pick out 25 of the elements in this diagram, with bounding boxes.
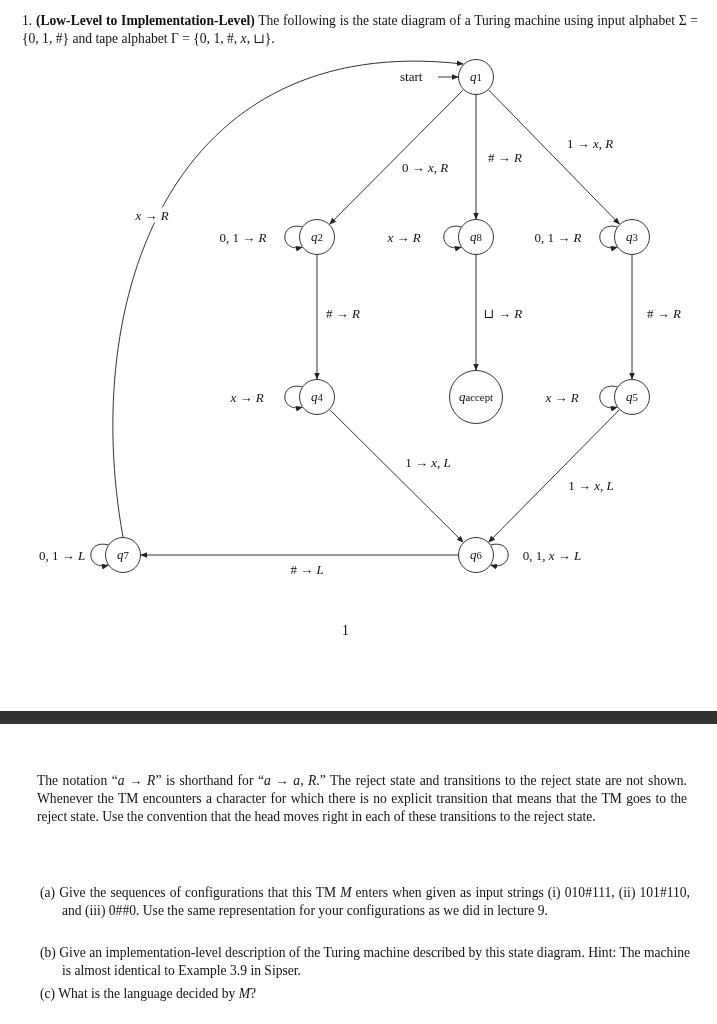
arrow	[329, 89, 464, 225]
self-loop-arrow	[90, 543, 109, 569]
self-loop-arrow	[443, 225, 462, 251]
list-item: (b) Give an implementation-level description of the Turing machine described by this state diagram. Hint: The machine is almost identical to Example 3.9 in Sipser.	[40, 944, 690, 980]
arrow	[473, 94, 479, 220]
arrow	[112, 61, 464, 538]
edge-label: x → R	[133, 207, 171, 223]
paragraph: The notation “a → R” is shorthand for “a → a, R.” The reject state and transitions to the reject state are not shown. Whenever the TM encounters a character for which there is no explicit transition that means that the TM goes to the reject state. Use the convention that the head moves right in each of these transitions to the reject state.	[37, 772, 687, 826]
page-number: 1	[342, 622, 350, 640]
arrow	[314, 254, 320, 380]
arrow	[488, 89, 620, 225]
arrow	[473, 254, 479, 371]
arrow	[437, 74, 459, 80]
self-loop-arrow	[284, 225, 303, 251]
question-text: 1. (Low-Level to Implementation-Level) The following is the state diagram of a Turing machine using input alphabet Σ = {0, 1, #} and tape alphabet Γ = {0, 1, #, x, ⊔}.	[22, 12, 698, 48]
arrow	[140, 552, 459, 558]
self-loop-arrow	[599, 385, 618, 411]
arrow	[488, 409, 620, 543]
self-loop-arrow	[284, 385, 303, 411]
arrow	[629, 254, 635, 380]
self-loop-arrow	[599, 225, 618, 251]
list-item: (a) Give the sequences of configurations that this TM M enters when given as input strings (i) 010#111, (ii) 101#110, and (iii) 0##0. Use the same representation for your configurations as we did in lecture 9.	[40, 884, 690, 920]
self-loop-arrow	[490, 543, 509, 569]
list-item: (c) What is the language decided by M?	[40, 985, 258, 1003]
arrow	[329, 409, 464, 543]
